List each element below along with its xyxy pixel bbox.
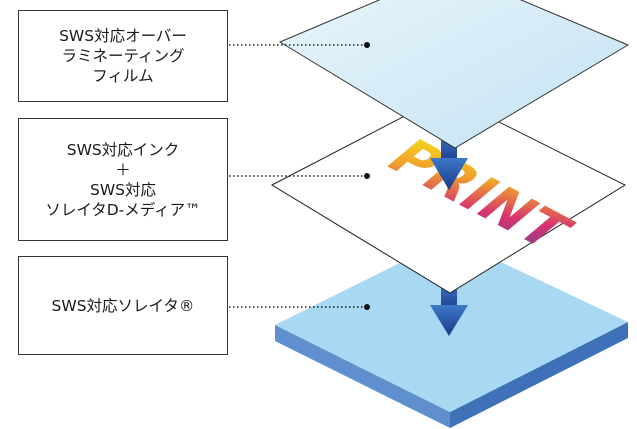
label-box-ink-and-media: SWS対応インク ＋ SWS対応 ソレイタD-メディア™ (18, 118, 228, 241)
label-film-line-3: フィルム (92, 67, 154, 85)
label-box-laminating-film: SWS対応オーバー ラミネーティング フィルム (18, 10, 228, 102)
label-ink-line-4: ソレイタD-メディア™ (45, 200, 201, 219)
label-film-line-1: SWS対応オーバー (59, 27, 187, 45)
laminating-film (278, 0, 630, 149)
label-ink-line-3: SWS対応 (89, 180, 156, 199)
label-box-substrate: SWS対応ソレイタ® (18, 256, 228, 355)
label-film-line-2: ラミネーティング (61, 47, 185, 65)
label-ink-line-1: SWS対応インク (66, 140, 180, 159)
label-base-line-1: SWS対応ソレイタ® (51, 296, 195, 315)
leader-lines (229, 42, 370, 310)
label-ink-line-2: ＋ (115, 160, 131, 179)
media-sheet: PRINT (270, 94, 627, 294)
